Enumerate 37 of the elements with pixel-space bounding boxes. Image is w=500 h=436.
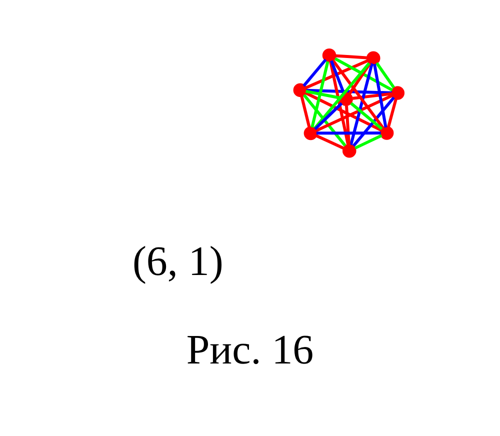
connector [376,62,396,88]
connector [350,102,383,130]
node-point [304,126,318,140]
connector [315,94,393,132]
connector [315,134,344,149]
node-point [293,82,308,97]
connector [350,62,374,145]
node-point [366,50,380,65]
caption: Рис. 16 [186,327,314,374]
connector [352,92,392,100]
node-point [339,92,353,106]
connector [334,54,368,59]
node-point [380,126,394,140]
connector [306,89,341,99]
connector [386,98,398,128]
connector [354,134,382,149]
connector [345,105,350,145]
node-point [322,48,336,62]
label: (6, 1) [132,238,224,285]
connector [334,56,393,91]
connector [314,62,370,129]
connector [305,58,368,89]
connector [310,60,330,128]
connector [302,94,346,146]
connector [352,96,395,146]
connector [348,62,372,94]
node-point [342,143,356,158]
connector [332,59,385,129]
connector [316,131,381,134]
connector [314,102,343,130]
connector [329,60,350,146]
connector [330,60,346,94]
connector [302,58,327,86]
node-point [390,86,405,100]
connector [306,88,392,94]
connector [300,94,311,128]
connector [372,63,388,128]
